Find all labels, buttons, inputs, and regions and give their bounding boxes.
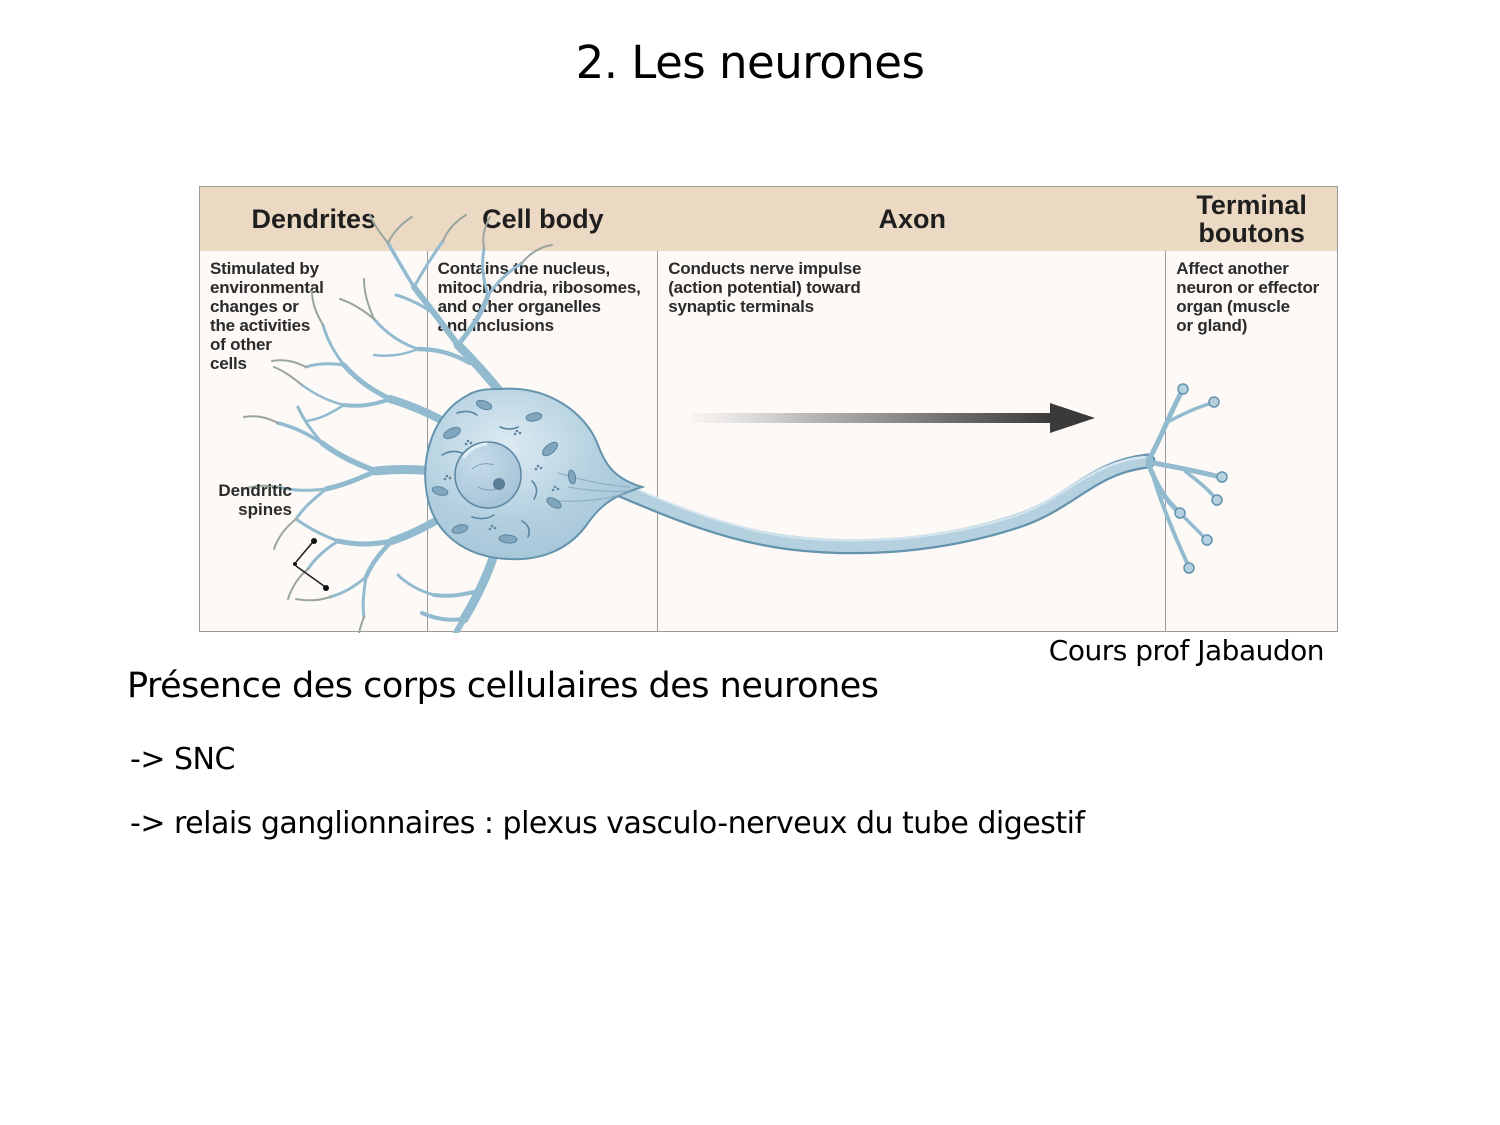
column-desc-terminal-boutons: Affect another neuron or effector organ … (1176, 259, 1320, 335)
column-desc-cell-body: Contains the nucleus, mitochondria, ribo… (428, 251, 659, 631)
column-header-terminal-boutons: Terminal boutons (1196, 189, 1307, 248)
figure-body: Stimulated by environmental changes or t… (200, 251, 1337, 631)
bullet-snc: -> SNC (130, 742, 235, 777)
column-desc-dendrites: Stimulated by environmental changes or t… (200, 251, 428, 631)
neuron-figure: Dendrites Cell body Axon Terminal bouton… (199, 186, 1338, 633)
column-desc-axon: Conducts nerve impulse (action potential… (658, 251, 1167, 631)
column-header-axon: Axon (878, 203, 946, 234)
column-header-cell-body: Cell body (482, 203, 604, 234)
figure-header-row: Dendrites Cell body Axon Terminal bouton… (200, 187, 1337, 251)
body-heading: Présence des corps cellulaires des neuro… (127, 666, 879, 706)
bullet-relais: -> relais ganglionnaires : plexus vascul… (130, 806, 1085, 841)
column-header-dendrites: Dendrites (251, 203, 377, 234)
dendritic-spines-label: Dendritic spines (218, 481, 292, 519)
slide-title: 2. Les neurones (575, 36, 925, 89)
credit-text: Cours prof Jabaudon (1048, 634, 1325, 667)
